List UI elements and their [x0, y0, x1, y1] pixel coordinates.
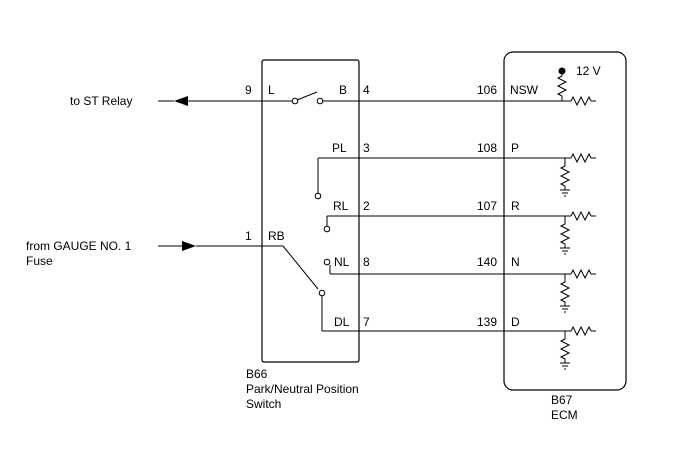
arrow-from-gauge	[182, 241, 196, 251]
ecm-box	[503, 51, 627, 391]
pin-8: 8	[363, 255, 370, 269]
pin-1: 1	[245, 229, 252, 243]
ecm-pin-106: 106	[477, 83, 497, 97]
pin-4: 4	[363, 83, 370, 97]
ecm-pin-140: 140	[477, 255, 497, 269]
pin-DL: DL	[334, 315, 350, 329]
switch-name-1: Park/Neutral Position	[246, 382, 359, 396]
arrow-to-st-relay	[174, 96, 188, 106]
ecm-pin-P: P	[511, 141, 519, 155]
p-circuit	[314, 153, 596, 200]
rb-input	[158, 245, 319, 290]
switch-name-2: Switch	[246, 397, 281, 411]
switch-code: B66	[246, 367, 268, 381]
r-circuit	[323, 211, 596, 255]
pin-PL: PL	[332, 141, 347, 155]
switch-box	[261, 59, 360, 363]
ecm-pin-N: N	[511, 255, 520, 269]
n-circuit	[323, 258, 596, 313]
pin-7: 7	[363, 315, 370, 329]
d-circuit	[321, 296, 596, 370]
ecm-pin-139: 139	[477, 315, 497, 329]
pin-B: B	[339, 83, 347, 97]
nsw-circuit	[188, 71, 596, 106]
ecm-pin-107: 107	[477, 199, 497, 213]
rb-contact-d	[318, 289, 326, 297]
ecm-name: ECM	[551, 408, 578, 422]
pin-L: L	[268, 83, 275, 97]
ecm-pin-NSW: NSW	[510, 83, 539, 97]
ecm-pin-108: 108	[477, 141, 497, 155]
ecm-supply-label: 12 V	[576, 64, 601, 78]
pin-3: 3	[363, 141, 370, 155]
pin-2: 2	[363, 199, 370, 213]
from-gauge-label: from GAUGE NO. 1	[26, 239, 132, 253]
supply-node	[558, 67, 566, 75]
ecm-pin-R: R	[511, 199, 520, 213]
ecm-pin-D: D	[511, 315, 520, 329]
fuse-label: Fuse	[26, 254, 53, 268]
ecm-code: B67	[551, 393, 573, 407]
to-st-relay-label: to ST Relay	[70, 94, 132, 108]
pin-9: 9	[245, 83, 252, 97]
pin-NL: NL	[334, 255, 350, 269]
pin-RB: RB	[268, 229, 285, 243]
pin-RL: RL	[333, 199, 349, 213]
